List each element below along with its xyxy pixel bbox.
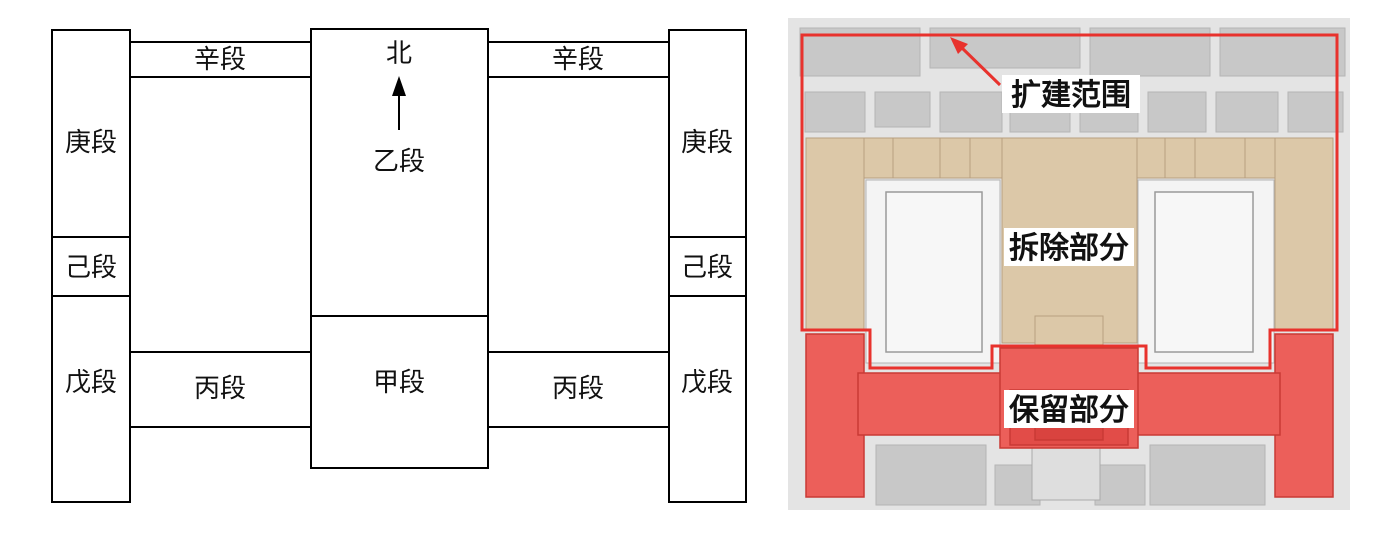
label-bing-right: 丙段 [552,374,604,404]
label-wu-left: 戊段 [65,368,117,398]
demolished-label: 拆除部分 [1009,231,1129,266]
right-site-plan [788,18,1350,510]
demolished-divisions [892,138,1246,178]
block-geng-ji-wu-left [51,29,131,503]
south-steps [1031,447,1101,501]
label-wu-right: 戊段 [681,368,733,398]
extension-label: 扩建范围 [1011,78,1131,113]
label-geng-left: 庚段 [65,128,117,158]
north-label: 北 [386,39,412,69]
label-xin-right: 辛段 [552,45,604,75]
courtyards [865,179,1275,364]
retained-label-bg [1004,390,1134,428]
block-geng-ji-wu-right [668,29,747,503]
label-xin-left: 辛段 [194,45,246,75]
label-ji-right: 己段 [681,253,733,283]
extension-pointer-arrow [950,37,1002,87]
extension-boundary [800,33,1339,370]
label-yi: 乙段 [373,147,425,177]
extension-label-bg [1002,75,1140,113]
retained-label: 保留部分 [1009,393,1129,428]
label-bing-left: 丙段 [194,374,246,404]
left-section-plan [51,28,747,503]
label-geng-right: 庚段 [681,128,733,158]
demolished-label-bg [1004,228,1134,266]
block-central [310,28,489,469]
label-jia: 甲段 [373,368,425,398]
label-ji-left: 己段 [65,253,117,283]
north-arrow [392,76,406,130]
